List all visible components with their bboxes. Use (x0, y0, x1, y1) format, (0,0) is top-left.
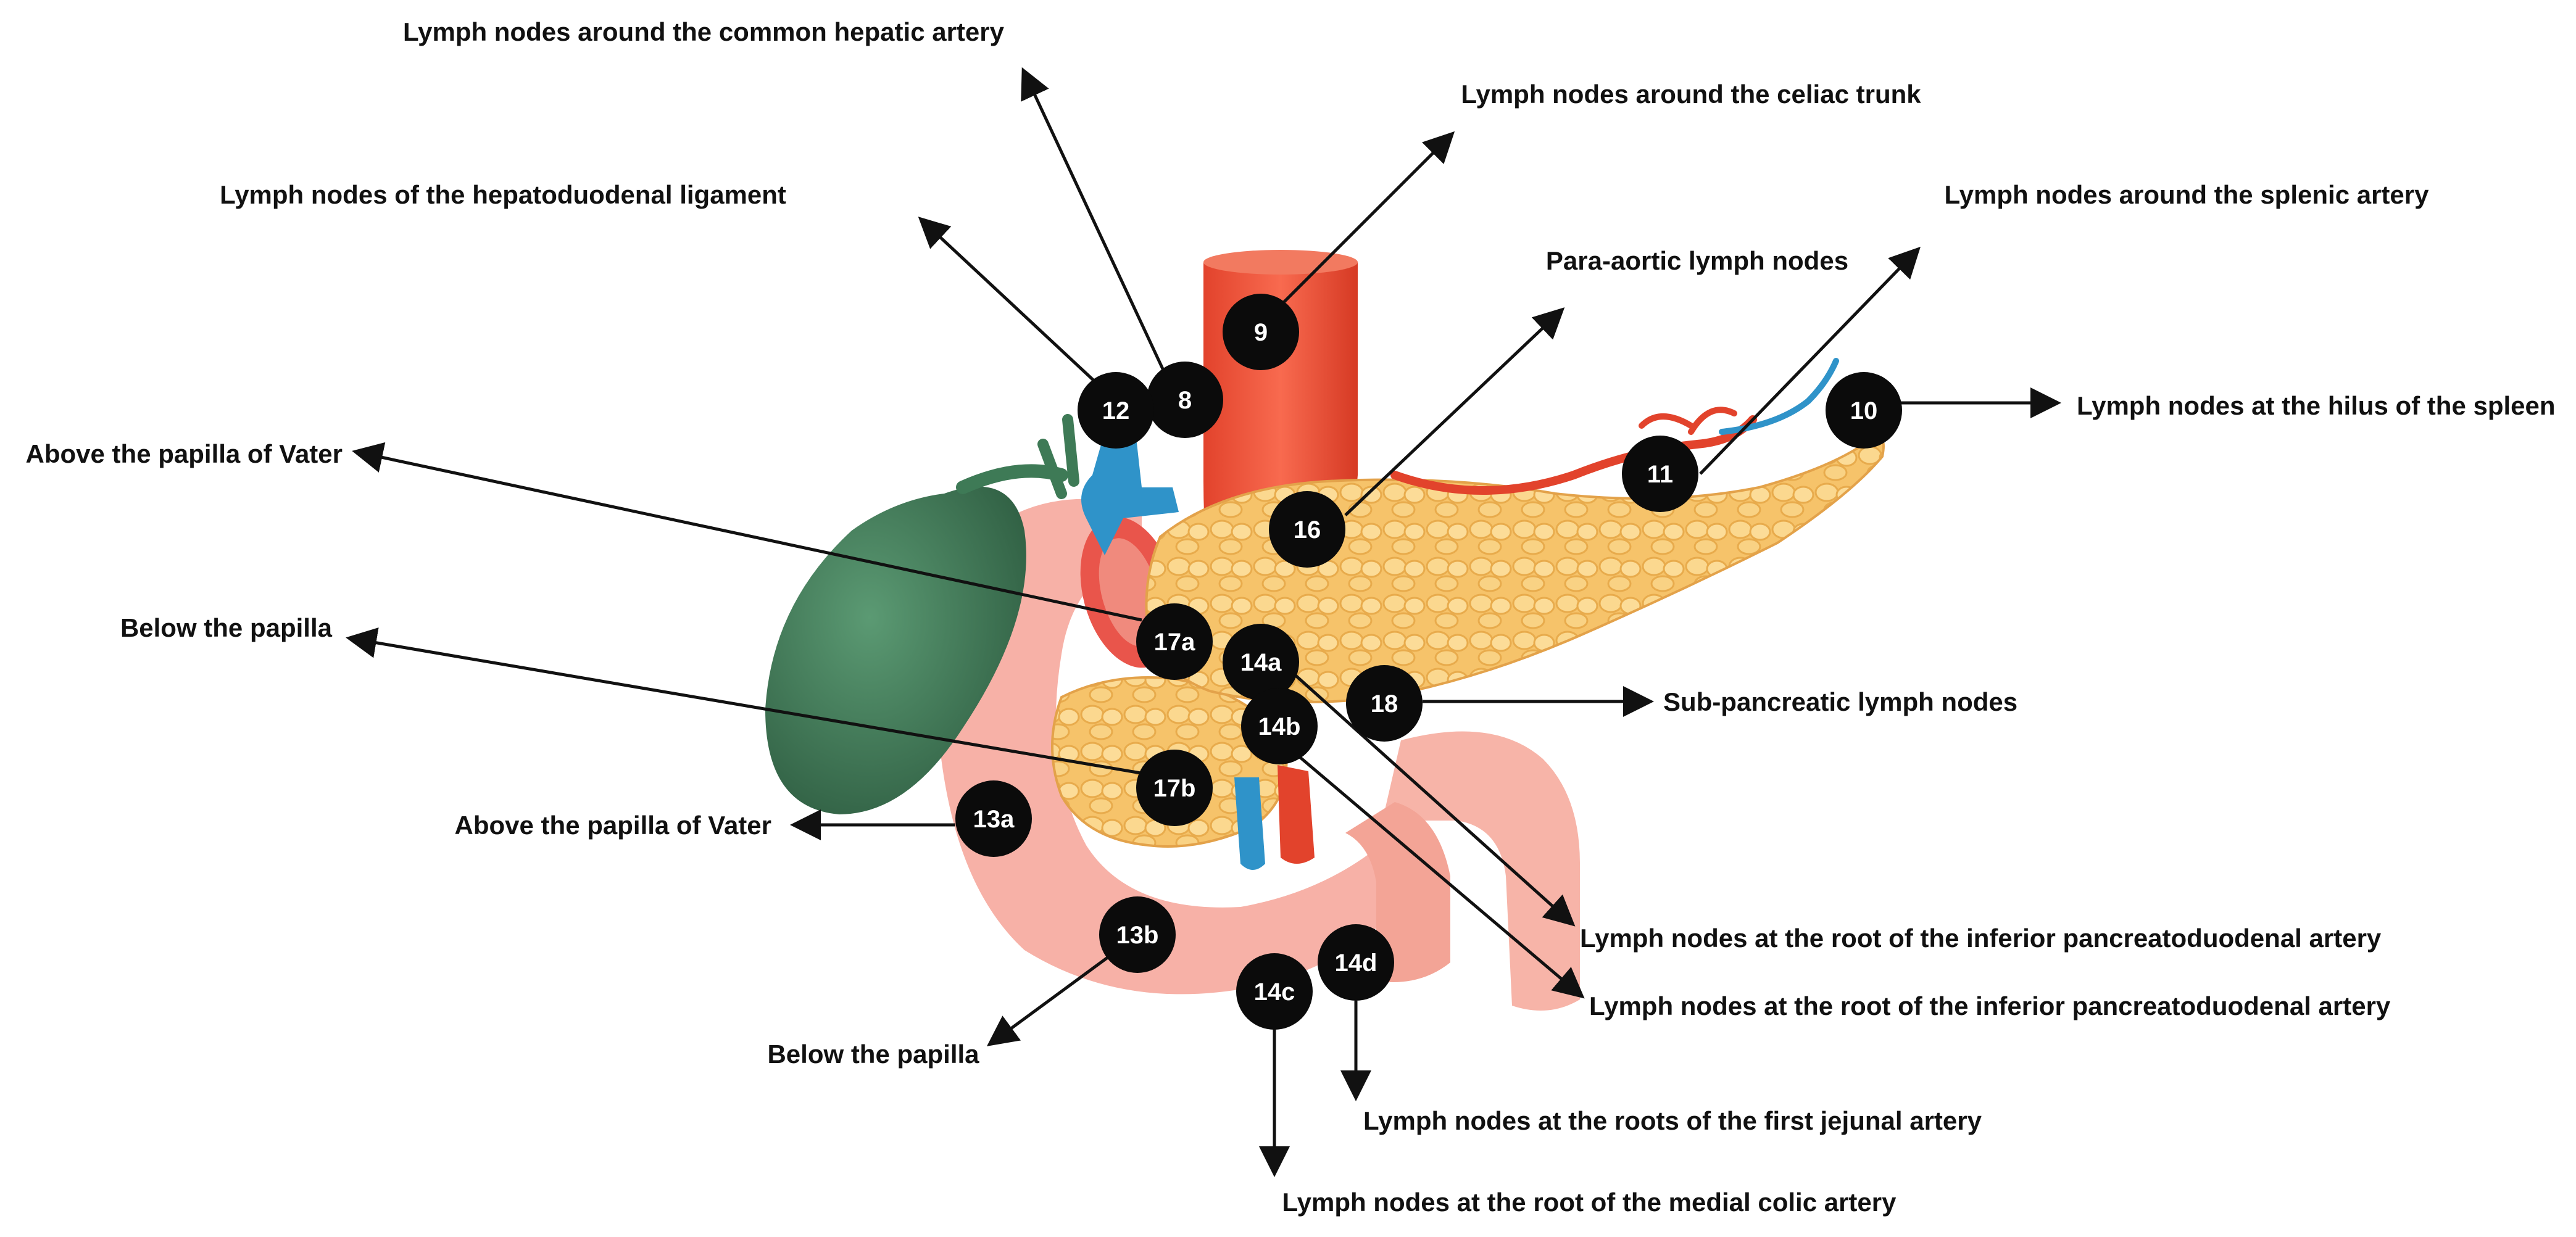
label-16: Para-aortic lymph nodes (1546, 246, 1848, 275)
station-badge-14c[interactable]: 14c (1236, 953, 1313, 1030)
leader-12 (918, 217, 1117, 402)
station-badge-11[interactable]: 11 (1622, 436, 1698, 512)
station-badge-13a[interactable]: 13a (955, 780, 1032, 857)
splenic-artery (1390, 415, 1757, 495)
svg-text:10: 10 (1850, 397, 1878, 424)
leader-16 (1344, 307, 1565, 516)
svg-text:11: 11 (1647, 461, 1673, 488)
svg-text:18: 18 (1371, 690, 1398, 718)
label-17b: Below the papilla (120, 613, 333, 642)
mesenteric-vein (1234, 777, 1265, 870)
station-badge-17b[interactable]: 17b (1136, 750, 1213, 826)
station-badges: 8 9 10 11 12 13a 13b 14a (955, 294, 1902, 1030)
leader-14a (1279, 661, 1576, 927)
cystic-duct (956, 464, 1068, 494)
label-13b: Below the papilla (767, 1040, 979, 1069)
svg-text:8: 8 (1178, 387, 1192, 414)
svg-text:14c: 14c (1254, 978, 1295, 1006)
station-badge-18[interactable]: 18 (1346, 665, 1423, 742)
station-badge-13b[interactable]: 13b (1099, 896, 1176, 973)
anatomy-illustration (765, 250, 1885, 1011)
jejunum (1382, 731, 1580, 1011)
svg-text:14d: 14d (1335, 949, 1377, 977)
label-9: Lymph nodes around the celiac trunk (1461, 80, 1921, 109)
station-badge-14a[interactable]: 14a (1223, 624, 1299, 700)
label-8: Lymph nodes around the common hepatic ar… (403, 17, 1005, 46)
label-18: Sub-pancreatic lymph nodes (1663, 687, 2017, 716)
svg-text:9: 9 (1254, 319, 1268, 346)
leader-8 (1021, 67, 1165, 371)
gallbladder (765, 486, 1026, 814)
label-12: Lymph nodes of the hepatoduodenal ligame… (220, 180, 786, 209)
station-badge-14d[interactable]: 14d (1318, 924, 1394, 1001)
label-14d: Lymph nodes at the roots of the first je… (1363, 1106, 1982, 1135)
label-11: Lymph nodes around the splenic artery (1945, 180, 2430, 209)
svg-text:14a: 14a (1240, 649, 1282, 676)
portal-vein (1081, 432, 1179, 555)
svg-text:13b: 13b (1116, 922, 1159, 949)
label-14a: Lymph nodes at the root of the inferior … (1580, 924, 2382, 953)
label-14b: Lymph nodes at the root of the inferior … (1589, 991, 2391, 1020)
svg-text:12: 12 (1102, 397, 1130, 424)
station-badge-10[interactable]: 10 (1826, 372, 1902, 449)
station-badge-17a[interactable]: 17a (1136, 603, 1213, 680)
splenic-artery-branches (1639, 407, 1737, 435)
svg-text:14b: 14b (1258, 713, 1301, 740)
leader-14b (1295, 753, 1585, 999)
label-13a: Above the papilla of Vater (455, 811, 771, 840)
station-badge-14b[interactable]: 14b (1241, 688, 1318, 764)
svg-text:17a: 17a (1154, 629, 1195, 656)
hepatic-duct (1037, 414, 1079, 499)
svg-text:13a: 13a (973, 806, 1015, 833)
station-labels: Lymph nodes around the common hepatic ar… (26, 17, 2556, 1217)
station-badge-8[interactable]: 8 (1147, 362, 1223, 438)
duodenum-lower-tube (1345, 802, 1450, 982)
leader-17b (346, 627, 1149, 776)
station-badge-16[interactable]: 16 (1269, 491, 1345, 568)
duodenum (936, 499, 1424, 995)
leader-lines (346, 67, 2061, 1177)
leader-11 (1699, 246, 1921, 475)
label-14c: Lymph nodes at the root of the medial co… (1282, 1188, 1897, 1217)
leader-9 (1282, 131, 1455, 304)
splenic-vein (1719, 358, 1839, 435)
station-badge-12[interactable]: 12 (1078, 372, 1154, 449)
svg-text:17b: 17b (1153, 775, 1196, 802)
label-17a: Above the papilla of Vater (26, 439, 343, 468)
svg-text:16: 16 (1294, 516, 1321, 544)
mesenteric-artery (1278, 765, 1315, 864)
leader-17a (352, 442, 1142, 622)
station-badge-9[interactable]: 9 (1223, 294, 1299, 370)
label-10: Lymph nodes at the hilus of the spleen (2077, 391, 2556, 420)
